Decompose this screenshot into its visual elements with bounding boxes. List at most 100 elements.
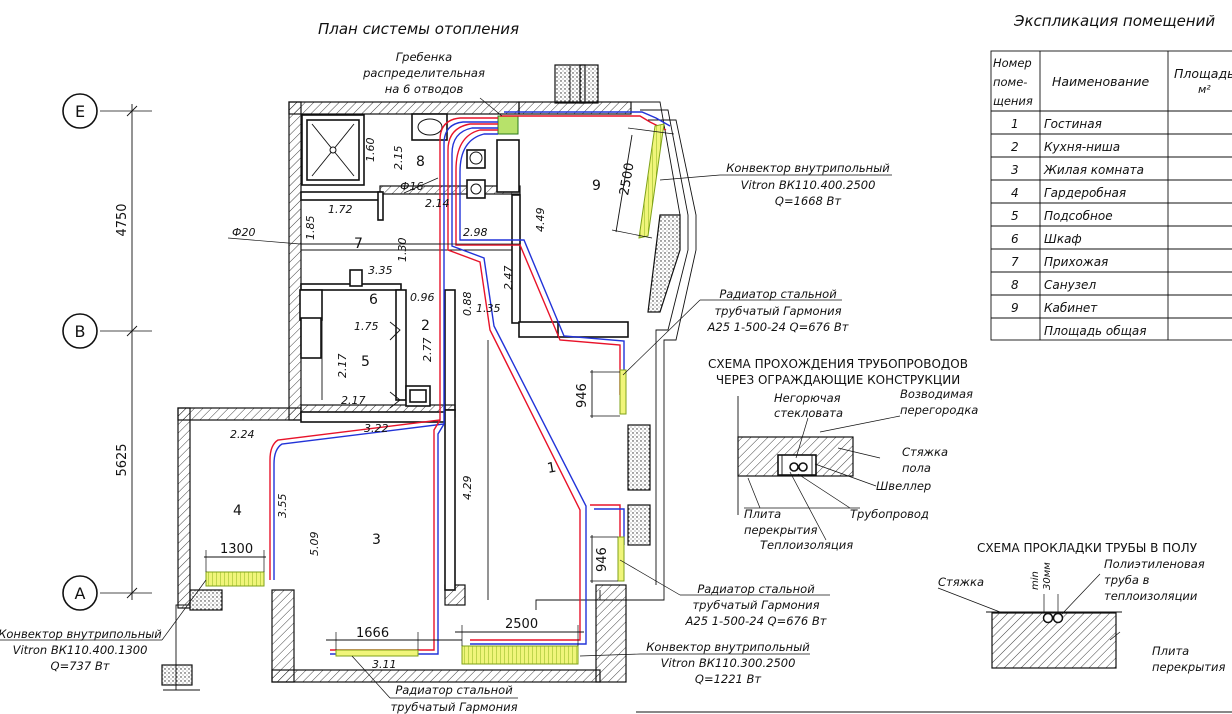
axis-grid: Е В А 4750 5625	[62, 93, 152, 611]
svg-text:2.77: 2.77	[421, 338, 434, 363]
svg-text:3: 3	[1011, 163, 1019, 177]
svg-text:4: 4	[1011, 186, 1019, 200]
svg-text:2.47: 2.47	[502, 266, 515, 291]
svg-text:1.60: 1.60	[364, 138, 377, 163]
svg-text:946: 946	[595, 547, 610, 572]
col-name-header: Наименование	[1052, 74, 1149, 89]
svg-text:2.15: 2.15	[392, 146, 405, 171]
svg-text:6: 6	[1011, 232, 1019, 246]
manifold-label-2: распределительная	[362, 66, 485, 80]
svg-text:1.72: 1.72	[328, 203, 353, 216]
svg-text:0.96: 0.96	[410, 291, 435, 304]
svg-text:1.30: 1.30	[396, 238, 409, 263]
svg-text:1: 1	[1011, 117, 1019, 131]
svg-text:7: 7	[1011, 255, 1019, 269]
conv4-label-2: Vitron ВК110.400.1300	[13, 643, 148, 657]
convector-room4	[205, 571, 265, 587]
svg-text:3.35: 3.35	[368, 264, 393, 277]
rad2-label-2: трубчатый Гармония	[692, 598, 819, 612]
svg-text:перекрытия: перекрытия	[1152, 660, 1225, 674]
svg-text:1.75: 1.75	[354, 320, 379, 333]
conv4-label-1: Конвектор внутрипольный	[0, 627, 162, 641]
radiator-room1-bottom	[617, 536, 625, 582]
scheme-pipe-passage: СХЕМА ПРОХОЖДЕНИЯ ТРУБОПРОВОДОВ ЧЕРЕЗ ОГ…	[708, 357, 978, 552]
svg-text:пола: пола	[902, 461, 931, 475]
rad2-label-3: А25 1-500-24 Q=676 Вт	[685, 614, 827, 628]
radiator-room3	[335, 649, 419, 657]
room-7: 7	[354, 236, 363, 252]
axis-e-marker	[62, 93, 98, 129]
svg-text:Кухня-ниша: Кухня-ниша	[1044, 140, 1120, 154]
bathroom-fixtures	[301, 113, 520, 199]
svg-text:Шкаф: Шкаф	[1044, 232, 1082, 246]
svg-text:2500: 2500	[617, 161, 638, 196]
svg-text:3.55: 3.55	[276, 494, 289, 519]
svg-text:СХЕМА ПРОКЛАДКИ ТРУБЫ В ПОЛУ: СХЕМА ПРОКЛАДКИ ТРУБЫ В ПОЛУ	[977, 541, 1198, 555]
svg-text:Теплоизоляция: Теплоизоляция	[760, 538, 853, 552]
conv9-label-2: Vitron ВК110.400.2500	[741, 178, 876, 192]
room-3: 3	[372, 532, 381, 548]
svg-text:Полиэтиленовая: Полиэтиленовая	[1104, 557, 1205, 571]
conv-bottom-label-3: Q=1221 Вт	[695, 672, 761, 686]
rad1-label-3: А25 1-500-24 Q=676 Вт	[707, 320, 849, 334]
svg-text:2500: 2500	[505, 617, 538, 632]
room-1: 1	[546, 460, 558, 477]
svg-text:м²: м²	[1198, 83, 1211, 96]
conv-bottom-label-2: Vitron ВК110.300.2500	[661, 656, 796, 670]
svg-text:Ф16: Ф16	[400, 180, 423, 193]
conv9-label-1: Конвектор внутрипольный	[726, 161, 890, 175]
svg-text:ЧЕРЕЗ ОГРАЖДАЮЩИЕ КОНСТРУКЦИИ: ЧЕРЕЗ ОГРАЖДАЮЩИЕ КОНСТРУКЦИИ	[716, 373, 960, 387]
room-8: 8	[416, 154, 425, 170]
room-9: 9	[592, 178, 601, 194]
svg-text:2.17: 2.17	[341, 394, 366, 407]
svg-text:5.09: 5.09	[308, 532, 321, 557]
svg-text:Санузел: Санузел	[1044, 278, 1096, 292]
conv-bottom-label-1: Конвектор внутрипольный	[646, 640, 810, 654]
svg-text:8: 8	[1011, 278, 1019, 292]
svg-text:СХЕМА ПРОХОЖДЕНИЯ ТРУБОПРОВОДО: СХЕМА ПРОХОЖДЕНИЯ ТРУБОПРОВОДОВ	[708, 357, 968, 371]
svg-text:4.29: 4.29	[461, 476, 474, 501]
convector-room9	[638, 123, 665, 239]
walls	[161, 64, 697, 691]
svg-text:щения: щения	[993, 94, 1033, 108]
svg-text:Трубопровод: Трубопровод	[850, 507, 929, 521]
axis-a-label: А	[75, 584, 86, 603]
svg-text:поме-: поме-	[993, 75, 1027, 89]
explication-title: Экспликация помещений	[1013, 12, 1215, 30]
room-6: 6	[369, 292, 378, 308]
plan-title: План системы отопления	[318, 20, 519, 38]
svg-text:Возводимая: Возводимая	[900, 387, 973, 401]
svg-text:Номер: Номер	[993, 56, 1032, 70]
room-dimensions: 1.60 2.15 1.72 1.85 1.30 2.14 2.98 2.47 …	[230, 138, 547, 672]
manifold-box	[497, 115, 519, 135]
svg-text:Подсобное: Подсобное	[1044, 209, 1113, 223]
svg-text:Плита: Плита	[1152, 644, 1189, 658]
radiator-room1-top	[619, 369, 627, 415]
svg-text:2.14: 2.14	[425, 197, 450, 210]
svg-text:труба в: труба в	[1104, 573, 1150, 587]
room-numbers: 1 2 3 4 5 6 7 8 9	[233, 154, 601, 548]
dim-5625: 5625	[115, 443, 130, 476]
svg-text:1300: 1300	[220, 542, 253, 557]
svg-text:2.24: 2.24	[230, 428, 255, 441]
svg-text:3.11: 3.11	[372, 658, 397, 671]
svg-text:5: 5	[1011, 209, 1019, 223]
svg-text:2.17: 2.17	[336, 354, 349, 379]
svg-text:Гостиная: Гостиная	[1044, 117, 1102, 131]
axis-a-marker	[62, 575, 98, 611]
svg-text:2.98: 2.98	[463, 226, 488, 239]
svg-text:1.35: 1.35	[476, 302, 501, 315]
callouts: Гребенка распределительная на 6 отводов …	[0, 50, 890, 714]
svg-text:30мм: 30мм	[1042, 562, 1053, 590]
rad3-label-1: Радиатор стальной	[395, 683, 513, 697]
svg-text:перекрытия: перекрытия	[744, 523, 817, 537]
room-2: 2	[421, 318, 430, 334]
rad3-label-2: трубчатый Гармония	[390, 700, 517, 714]
rad1-label-1: Радиатор стальной	[719, 287, 837, 301]
dim-4750: 4750	[115, 203, 130, 236]
svg-text:Негорючая: Негорючая	[774, 391, 841, 405]
svg-text:Гардеробная: Гардеробная	[1044, 186, 1126, 200]
conv9-label-3: Q=1668 Вт	[775, 194, 841, 208]
svg-text:перегородка: перегородка	[900, 403, 978, 417]
leader-lines	[0, 97, 892, 699]
